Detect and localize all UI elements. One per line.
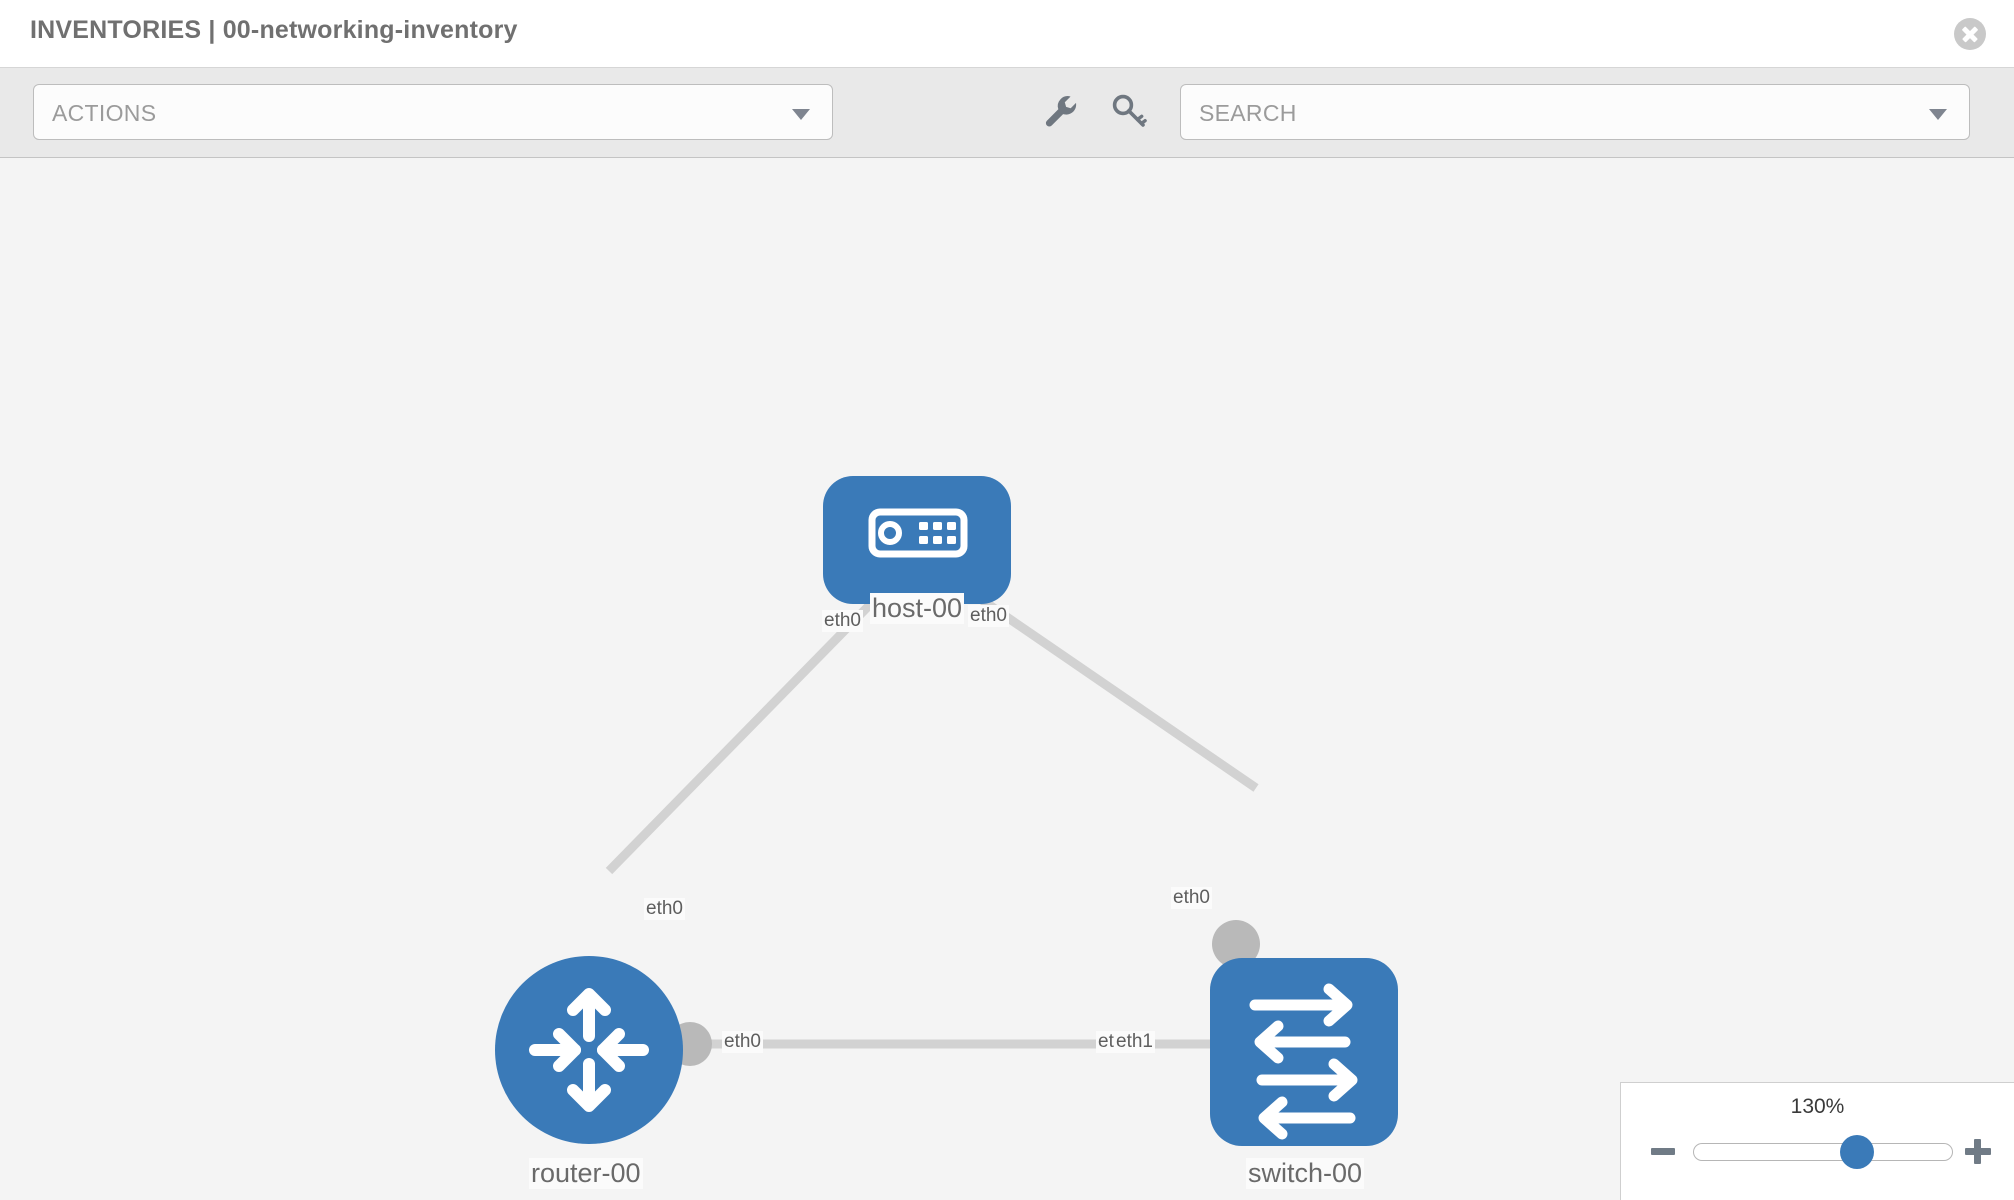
- node-label-switch-00: switch-00: [1246, 1158, 1365, 1189]
- node-host-00[interactable]: [823, 476, 1011, 604]
- connector-dot[interactable]: [1212, 920, 1260, 968]
- zoom-control-panel: 130%: [1620, 1082, 2014, 1200]
- zoom-level-value: 130%: [1790, 1095, 1845, 1118]
- chevron-down-icon: [792, 109, 810, 120]
- page-title: INVENTORIES | 00-networking-inventory: [30, 16, 518, 44]
- close-icon[interactable]: [1954, 18, 1986, 50]
- toolbar: ACTIONS SEARCH: [0, 68, 2014, 158]
- node-label-router-00: router-00: [529, 1158, 643, 1189]
- node-label-host-00: host-00: [870, 593, 965, 624]
- interface-label: eth0: [722, 1031, 763, 1053]
- search-placeholder: SEARCH: [1199, 100, 1297, 126]
- interface-label: eth0: [968, 605, 1009, 627]
- interface-label: eth0: [644, 898, 685, 920]
- wrench-icon[interactable]: [1040, 90, 1084, 134]
- node-switch-00[interactable]: [1210, 958, 1398, 1146]
- node-router-00[interactable]: [495, 956, 683, 1144]
- minus-icon[interactable]: [1647, 1135, 1679, 1167]
- search-input[interactable]: SEARCH: [1180, 84, 1970, 140]
- actions-dropdown-label: ACTIONS: [52, 100, 157, 126]
- zoom-slider-thumb[interactable]: [1840, 1135, 1874, 1169]
- key-icon[interactable]: [1108, 90, 1152, 134]
- chevron-down-icon[interactable]: [1929, 109, 1947, 120]
- page-header: INVENTORIES | 00-networking-inventory: [0, 0, 2014, 68]
- actions-dropdown[interactable]: ACTIONS: [33, 84, 833, 140]
- interface-label: eth1: [1114, 1031, 1155, 1053]
- topology-graph: [495, 476, 1398, 1146]
- zoom-slider[interactable]: [1693, 1135, 1953, 1169]
- plus-icon[interactable]: [1962, 1135, 1994, 1167]
- zoom-slider-row: [1621, 1131, 2014, 1171]
- interface-label: eth0: [1171, 887, 1212, 909]
- topology-canvas[interactable]: host-00 router-00 switch-00 eth0 eth0 et…: [0, 158, 2014, 1200]
- interface-label: eth0: [822, 610, 863, 632]
